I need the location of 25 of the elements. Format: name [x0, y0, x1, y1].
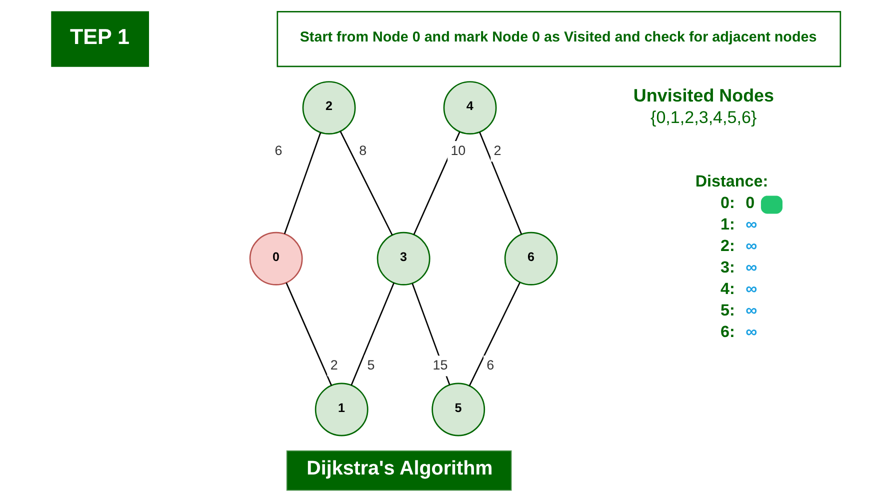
label: 2:: [720, 236, 735, 255]
label: 6:: [720, 323, 735, 342]
label: 5:: [720, 302, 735, 320]
edge-label: 8: [359, 142, 367, 158]
edge-label: 2: [330, 358, 338, 373]
label: ∞: [746, 302, 758, 320]
edge-label: 2: [494, 142, 502, 158]
label: {0,1,2,3,4,5,6}: [650, 108, 757, 128]
label: ∞: [746, 236, 758, 255]
label: ∞: [746, 323, 758, 342]
edge-label: 10: [450, 142, 466, 158]
label: 1:: [720, 215, 735, 234]
label: Distance:: [695, 172, 768, 190]
label: Unvisited Nodes: [633, 85, 774, 106]
label: ∞: [746, 280, 758, 298]
edge-label: 6: [486, 358, 494, 373]
label: 0:: [720, 194, 735, 212]
label: 3:: [720, 258, 735, 276]
label: ∞: [746, 215, 758, 234]
label: 4:: [720, 280, 735, 298]
edge-label: 15: [432, 358, 448, 373]
label: ∞: [746, 258, 758, 276]
label: 0: [746, 194, 755, 212]
edge-label: 6: [274, 142, 282, 158]
edge-label: 5: [367, 358, 375, 373]
